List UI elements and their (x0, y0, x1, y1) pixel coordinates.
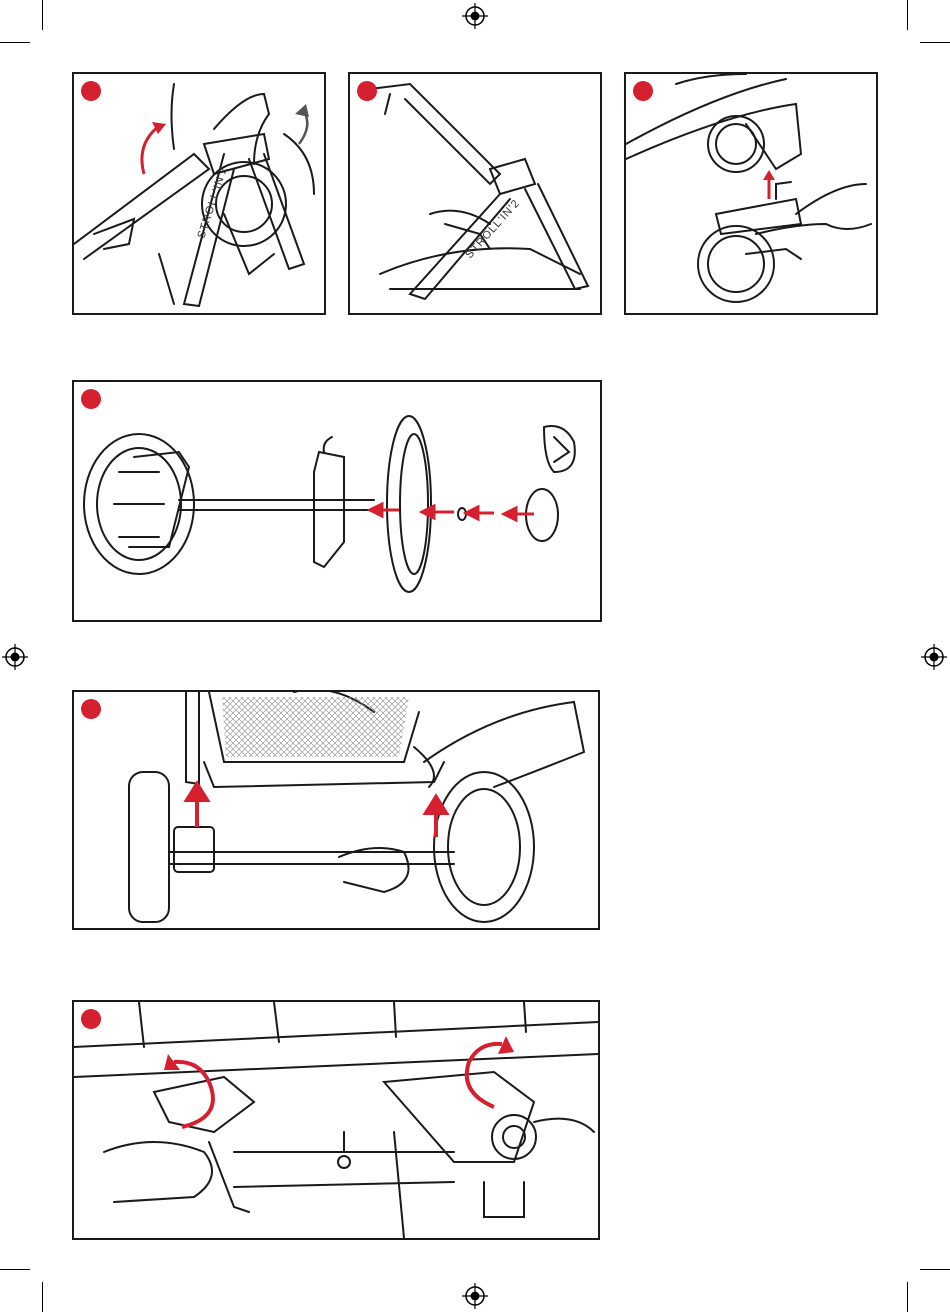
step-panel-5 (72, 690, 600, 930)
brand-logo-text: STROLL'IN'2 (463, 197, 522, 261)
crop-mark (42, 1282, 43, 1312)
step-panel-1: STROLL'IN'2 (72, 72, 326, 315)
step-marker (357, 81, 377, 101)
step-marker (81, 389, 101, 409)
crop-mark (0, 42, 30, 43)
step-panel-4 (72, 380, 602, 622)
step-panel-3 (624, 72, 878, 315)
crop-mark (920, 1269, 950, 1270)
rear-axle-illustration (74, 382, 600, 620)
step-panel-2: STROLL'IN'2 (348, 72, 602, 315)
bracket-release-illustration (74, 1002, 598, 1238)
front-wheel-illustration (626, 74, 876, 313)
step-marker (81, 699, 101, 719)
registration-mark-icon (462, 3, 488, 29)
registration-mark-icon (921, 644, 947, 670)
step-marker (81, 81, 101, 101)
stroller-open-illustration: STROLL'IN'2 (350, 74, 600, 313)
crop-mark (907, 1282, 908, 1312)
registration-mark-icon (462, 1283, 488, 1309)
crop-mark (920, 42, 950, 43)
stroller-fold-illustration: STROLL'IN'2 (74, 74, 324, 313)
crop-mark (0, 1269, 30, 1270)
attach-axle-illustration (74, 692, 598, 928)
crop-mark (907, 0, 908, 30)
registration-mark-icon (2, 644, 28, 670)
crop-mark (42, 0, 43, 30)
step-panel-6 (72, 1000, 600, 1240)
step-marker (633, 81, 653, 101)
step-marker (81, 1009, 101, 1029)
